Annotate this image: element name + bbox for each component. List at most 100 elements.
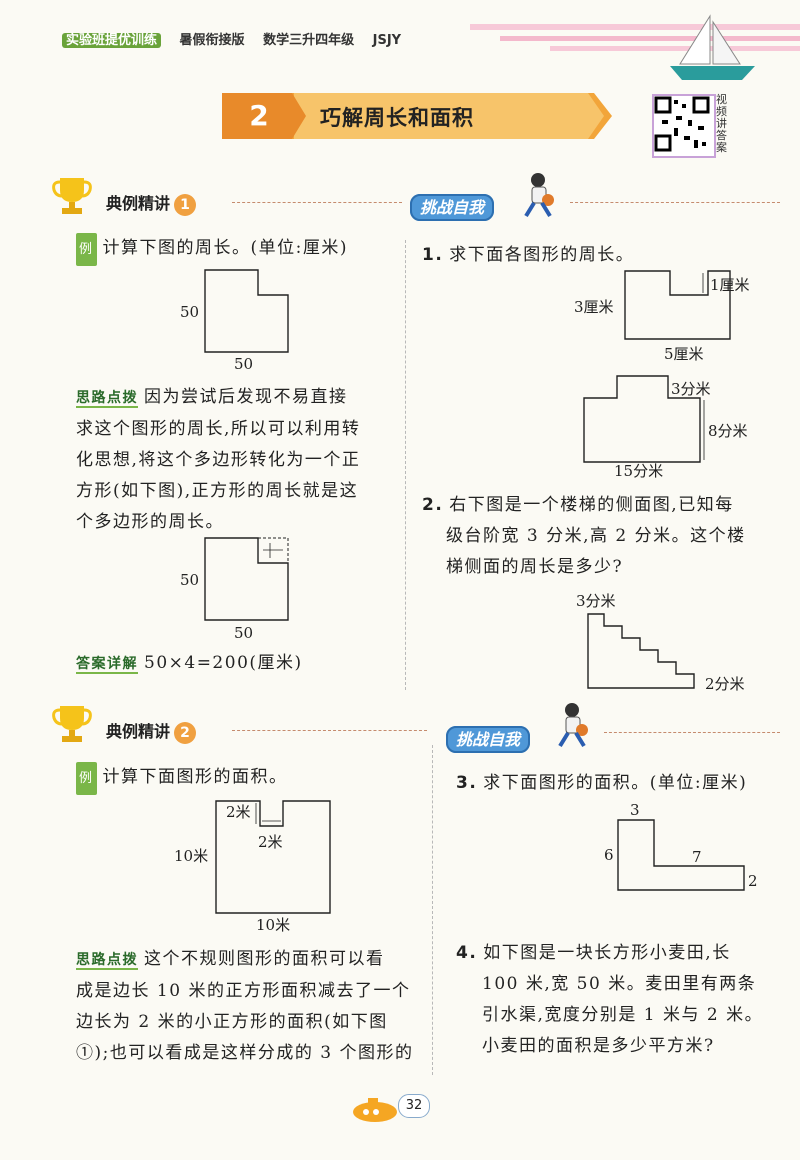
trophy-icon [52, 178, 92, 214]
section-label: 典例精讲 [106, 194, 171, 213]
challenge-label: 挑战自我 [446, 726, 531, 753]
fig-bottom-label: 50 [234, 355, 253, 370]
notch-height-label: 2米 [226, 803, 251, 821]
problem-number: 3. [456, 773, 478, 793]
example2-hint: 思路点拨这个不规则图形的面积可以看 成是边长 10 米的正方形面积减去了一个 边… [76, 944, 426, 1069]
submarine-icon [353, 1098, 397, 1122]
fig-top-right-label: 3分米 [671, 380, 711, 398]
qr-code[interactable] [652, 94, 716, 158]
answer-text: 50×4=200(厘米) [144, 653, 303, 673]
qr-label: 视频讲答案 [716, 93, 727, 154]
section-number-badge: 2 [174, 721, 197, 744]
fig-left-label: 50 [180, 303, 199, 321]
column-divider-top [405, 240, 406, 690]
page-number: 32 [398, 1094, 430, 1118]
fig-bottom-label: 10米 [256, 916, 290, 934]
fig-left-label: 3厘米 [574, 298, 614, 316]
section-divider [570, 202, 780, 203]
problem3-figure: 3 6 7 2 [604, 801, 758, 891]
problem-line: 右下图是一个楼梯的侧面图,已知每 [449, 495, 734, 515]
hint-line: 化思想,将这个多边形转化为一个正 [76, 450, 361, 470]
problem-line: 梯侧面的周长是多少? [446, 557, 624, 577]
lesson-number: 2 [249, 99, 269, 132]
problem1-figure-b: 3分米 8分米 15分米 [583, 375, 748, 480]
problem2: 2.右下图是一个楼梯的侧面图,已知每 级台阶宽 3 分米,高 2 分米。这个楼 … [422, 490, 782, 583]
sailboat-icon [670, 14, 755, 80]
subject-name: 数学三升四年级 [263, 33, 355, 48]
hint-line: 方形(如下图),正方形的周长就是这 [76, 481, 359, 501]
answer-label: 答案详解 [76, 656, 138, 674]
hint-line: 个多边形的周长。 [76, 512, 224, 532]
example-mark: 例 [76, 233, 97, 266]
fig-bottom-label: 15分米 [614, 462, 663, 480]
fig-bottom-label: 5厘米 [664, 345, 704, 363]
problem1: 1.求下面各图形的周长。 [422, 240, 634, 271]
hint-line: 边长为 2 米的小正方形的面积(如下图 [76, 1012, 388, 1032]
question-text: 计算下图的周长。(单位:厘米) [102, 238, 349, 258]
problem4: 4.如下图是一块长方形小麦田,长 100 米,宽 50 米。麦田里有两条 引水渠… [456, 938, 786, 1062]
hint-line: ①);也可以看成是这样分成的 3 个图形的 [76, 1043, 414, 1063]
book-code: JSJY [372, 33, 402, 48]
hint-line: 成是边长 10 米的正方形面积减去了一个 [76, 981, 411, 1001]
challenge-label: 挑战自我 [410, 194, 495, 221]
runner-icon [524, 173, 554, 218]
section-label: 典例精讲 [106, 722, 171, 741]
example1-square-figure: 50 50 [180, 537, 289, 641]
challenge2-header: 挑战自我 [446, 726, 531, 753]
problem-text: 求下面图形的面积。(单位:厘米) [483, 773, 748, 793]
title-banner [222, 93, 612, 139]
fig-left-label: 50 [180, 571, 199, 589]
example1-hint: 思路点拨因为尝试后发现不易直接 求这个图形的周长,所以可以利用转 化思想,将这个… [76, 382, 396, 538]
section-number-badge: 1 [174, 193, 197, 216]
runner-icon [558, 703, 588, 748]
fig-left-label: 6 [604, 846, 614, 864]
question-text: 计算下面图形的面积。 [102, 767, 288, 787]
problem-line: 引水渠,宽度分别是 1 米与 2 米。 [482, 1005, 764, 1025]
example2-figure: 2米 2米 10米 10米 [174, 800, 331, 934]
problem-text: 求下面各图形的周长。 [449, 245, 635, 265]
trophy-icon [52, 706, 92, 742]
hint-label: 思路点拨 [76, 952, 138, 970]
example1-answer: 答案详解 50×4=200(厘米) [76, 648, 303, 680]
hint-line: 求这个图形的周长,所以可以利用转 [76, 419, 361, 439]
hint-line: 这个不规则图形的面积可以看 [144, 949, 385, 969]
fig-bottom-label: 50 [234, 624, 253, 641]
series-name: 实验班提优训练 [62, 33, 162, 48]
section-divider [232, 202, 402, 203]
problem-number: 1. [422, 245, 444, 265]
fig-top-label: 3分米 [576, 592, 616, 610]
header-decoration [470, 14, 800, 80]
column-divider-bottom [432, 745, 433, 1075]
section-divider [232, 730, 427, 731]
edition-name: 暑假衔接版 [179, 33, 245, 48]
fig-right-label: 2分米 [705, 675, 745, 693]
lesson-title: 巧解周长和面积 [320, 106, 474, 130]
problem-line: 100 米,宽 50 米。麦田里有两条 [482, 974, 757, 994]
qr-code-icon [654, 96, 710, 152]
problem1-figure-a: 3厘米 1厘米 5厘米 [574, 270, 750, 363]
problem-line: 级台阶宽 3 分米,高 2 分米。这个楼 [446, 526, 746, 546]
challenge1-header: 挑战自我 [410, 194, 495, 221]
problem-number: 2. [422, 495, 444, 515]
fig-right-label: 8分米 [708, 422, 748, 440]
fig-right-label: 1厘米 [710, 276, 750, 294]
example1-figure: 50 50 [180, 269, 289, 370]
example-mark: 例 [76, 762, 97, 795]
example2-question: 例计算下面图形的面积。 [76, 762, 288, 795]
fig-top-label: 3 [630, 801, 640, 819]
problem2-staircase-figure: 3分米 2分米 [576, 592, 745, 693]
hint-label: 思路点拨 [76, 390, 138, 408]
fig-left-label: 10米 [174, 847, 208, 865]
notch-width-label: 2米 [258, 833, 283, 851]
example1-question: 例计算下图的周长。(单位:厘米) [76, 233, 348, 266]
problem-line: 小麦田的面积是多少平方米? [482, 1036, 715, 1056]
header-bar: 实验班提优训练 暑假衔接版 数学三升四年级 JSJY [62, 29, 415, 48]
hint-line: 因为尝试后发现不易直接 [144, 387, 348, 407]
problem3: 3.求下面图形的面积。(单位:厘米) [456, 768, 747, 799]
fig-middle-label: 7 [692, 848, 702, 866]
section-divider [604, 732, 780, 733]
problem-line: 如下图是一块长方形小麦田,长 [483, 943, 731, 963]
fig-right-label: 2 [748, 872, 758, 890]
